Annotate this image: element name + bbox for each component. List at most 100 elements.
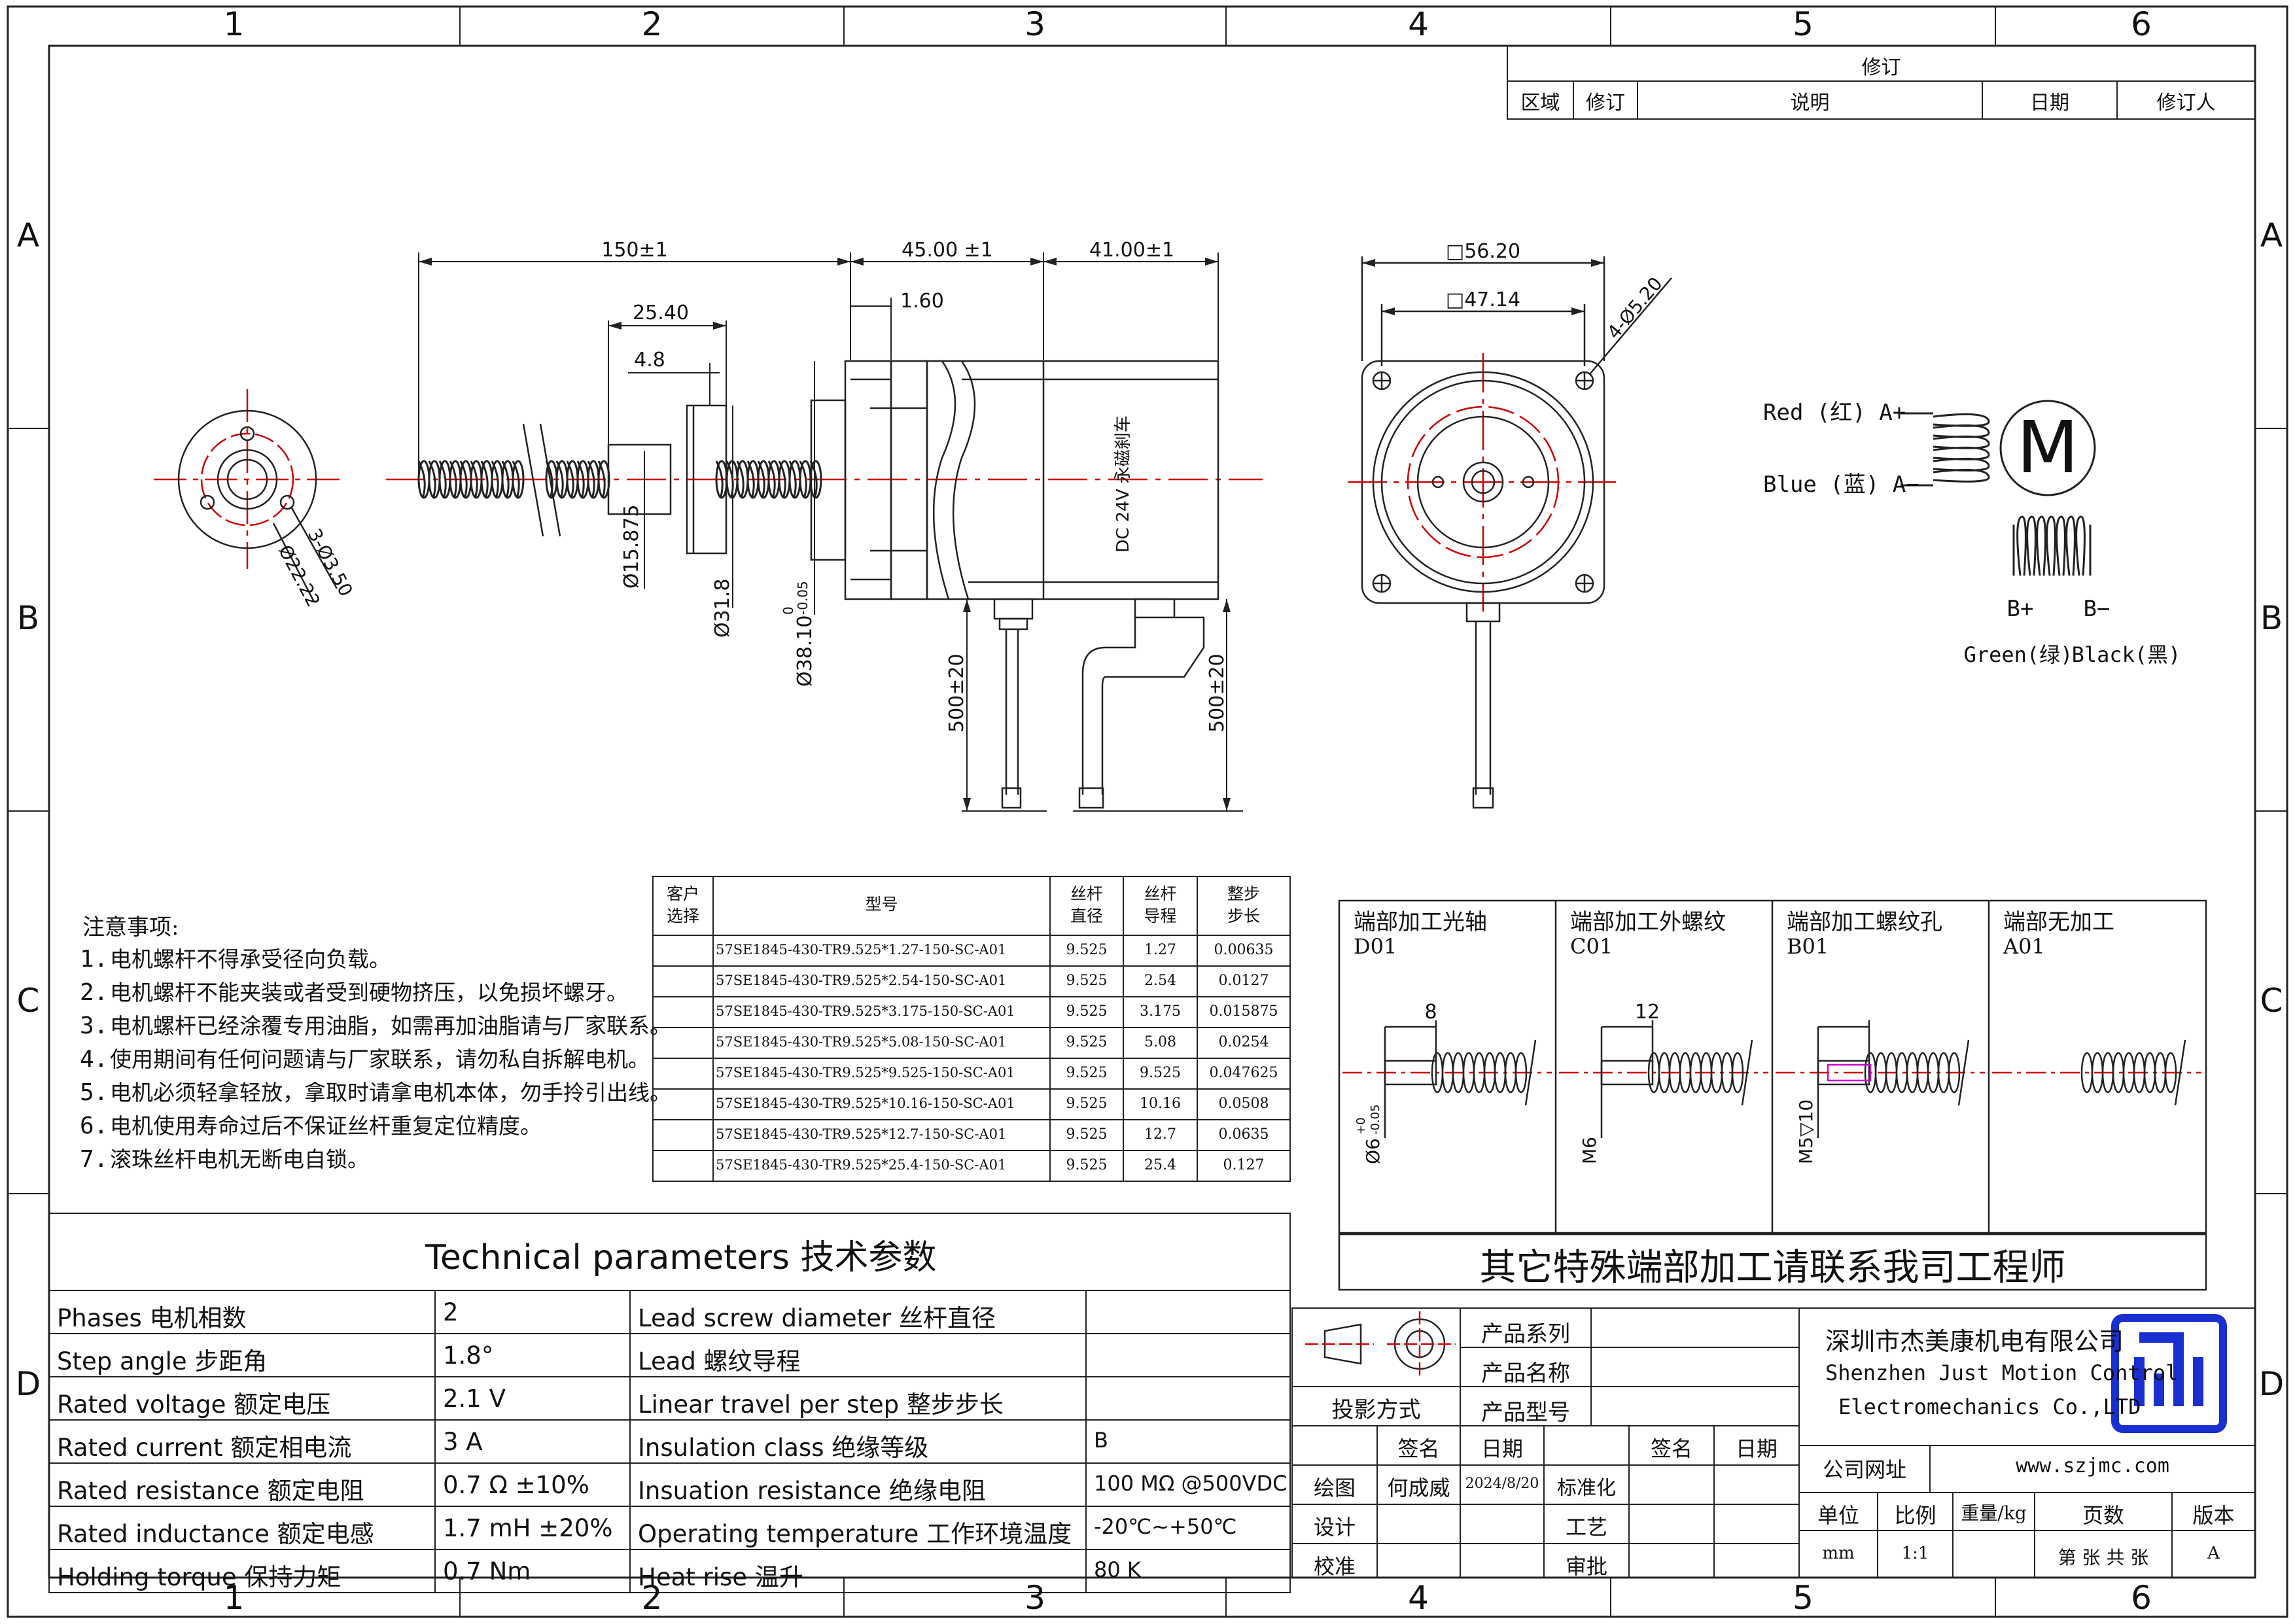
tb-unit-value: mm <box>1822 1544 1855 1563</box>
company-name-cn: 深圳市杰美康机电有限公司 <box>1825 1327 2124 1356</box>
wire-b-minus: B− <box>2084 596 2111 622</box>
front-sq2: □47.14 <box>1446 288 1520 311</box>
tb-site-label: 公司网址 <box>1822 1457 1906 1482</box>
wire-a-plus: Red (红) A+ <box>1763 400 1906 426</box>
tb-version-value: A <box>2207 1544 2220 1563</box>
note-text: 电机必须轻拿轻放，拿取时请拿电机本体，勿手拎引出线。 <box>110 1080 671 1105</box>
zone-col-top: 3 <box>1025 5 1045 43</box>
model-number-cell: 57SE1845-430-TR9.525*25.4-150-SC-A01 <box>716 1157 1007 1173</box>
dim-d38-tol-bot: -0.05 <box>795 581 811 615</box>
tb-pages-value: 第 张 共 张 <box>2058 1547 2149 1568</box>
zone-row-right: D <box>2258 1364 2285 1403</box>
tb-draw: 绘图 <box>1313 1476 1356 1500</box>
dim-d38-tol-top: 0 <box>780 606 796 615</box>
front-arrows <box>1362 259 1604 315</box>
tb-projection: 投影方式 <box>1331 1397 1421 1423</box>
model-value-cell: 25.4 <box>1144 1157 1176 1173</box>
zone-row-right: A <box>2260 216 2283 254</box>
flange-view <box>154 389 340 602</box>
side-view <box>386 360 1263 809</box>
note-number: 2. <box>80 979 109 1006</box>
model-number-cell: 57SE1845-430-TR9.525*2.54-150-SC-A01 <box>716 973 1007 988</box>
title-block-grid <box>1291 1307 2256 1578</box>
tech-param-label: Lead screw diameter 丝杆直径 <box>638 1304 996 1332</box>
tb-version: 版本 <box>2192 1503 2235 1528</box>
zone-row-right: B <box>2260 598 2283 637</box>
note-item: 5.电机必须轻拿轻放，拿取时请拿电机本体，勿手拎引出线。 <box>80 1075 671 1107</box>
zone-col-bottom: 1 <box>223 1579 245 1617</box>
end-option-dim: 8 <box>1424 1001 1437 1024</box>
company-name-en1: Shenzhen Just Motion Control <box>1825 1360 2179 1385</box>
tech-param-value: 1.7 mH ±20% <box>443 1514 613 1542</box>
zone-col-bottom: 6 <box>2131 1579 2152 1617</box>
tb-craft: 工艺 <box>1565 1515 1607 1540</box>
note-text: 电机螺杆已经涂覆专用油脂，如需再加油脂请与厂家联系。 <box>110 1013 671 1039</box>
dim-cable-2: 500±20 <box>1206 653 1229 733</box>
model-value-cell: 9.525 <box>1066 1096 1108 1112</box>
tb-draw-date: 2024/8/20 <box>1465 1476 1539 1492</box>
note-item: 4.使用期间有任何问题请与厂家联系，请勿私自拆解电机。 <box>80 1042 650 1073</box>
tb-site: www.szjmc.com <box>2016 1455 2169 1477</box>
zone-col-top: 4 <box>1408 5 1429 43</box>
tech-param-value: 100 MΩ @500VDC <box>1094 1471 1286 1496</box>
front-sq1: □56.20 <box>1446 240 1520 263</box>
model-value-cell: 9.525 <box>1066 1034 1108 1050</box>
tech-param-label: Holding torque 保持力矩 <box>57 1563 342 1591</box>
model-table-grid <box>652 876 1291 1182</box>
zone-row-left: C <box>16 981 40 1020</box>
note-text: 电机螺杆不能夹装或者受到硬物挤压，以免损坏螺牙。 <box>110 980 628 1005</box>
model-value-cell: 0.00635 <box>1214 942 1274 958</box>
zone-col-bottom: 4 <box>1408 1579 1429 1617</box>
projection-symbol <box>1305 1311 1456 1377</box>
tb-check: 校准 <box>1313 1554 1356 1579</box>
tb-std: 标准化 <box>1557 1477 1616 1500</box>
end-option-title: 端部加工外螺纹 <box>1570 909 1726 935</box>
company-name-en2: Electromechanics Co.,LTD <box>1838 1394 2141 1419</box>
tech-param-value: 1.8° <box>443 1341 494 1370</box>
dim-25-40: 25.40 <box>633 302 689 324</box>
tech-param-label: Heat rise 温升 <box>638 1563 803 1591</box>
tb-model-label: 产品型号 <box>1481 1400 1570 1426</box>
model-value-cell: 0.0635 <box>1218 1126 1269 1143</box>
revision-col-date: 日期 <box>2030 92 2069 114</box>
note-number: 4. <box>80 1046 109 1073</box>
end-option-code: B01 <box>1787 934 1829 959</box>
notes-title: 注意事项: <box>82 914 179 941</box>
tb-scale: 比例 <box>1894 1503 1936 1528</box>
note-number: 6. <box>80 1113 109 1139</box>
side-view-motor-label: DC 24V 永磁刹车 <box>1113 415 1133 553</box>
tech-param-label: Step angle 步距角 <box>57 1347 268 1375</box>
model-value-cell: 9.525 <box>1066 942 1108 958</box>
model-value-cell: 5.08 <box>1144 1034 1176 1050</box>
note-text: 使用期间有任何问题请与厂家联系，请勿私自拆解电机。 <box>110 1046 650 1072</box>
side-dimensions <box>418 252 1243 812</box>
tech-param-label: Insuation resistance 绝缘电阻 <box>638 1477 986 1505</box>
note-text: 滚珠丝杆电机无断电自锁。 <box>110 1147 369 1172</box>
motor-symbol: M <box>2017 406 2079 489</box>
model-number-cell: 57SE1845-430-TR9.525*1.27-150-SC-A01 <box>716 942 1007 958</box>
wire-a-minus: Blue (蓝) A− <box>1763 472 1919 498</box>
model-value-cell: 0.015875 <box>1209 1003 1278 1020</box>
model-value-cell: 0.127 <box>1223 1157 1265 1173</box>
tb-drawer: 何成威 <box>1387 1476 1450 1500</box>
model-header: 客户 选择 <box>666 884 699 925</box>
dim-d15-875: Ø15.875 <box>620 504 643 589</box>
model-value-cell: 9.525 <box>1066 1157 1108 1173</box>
model-header: 型号 <box>865 895 898 914</box>
model-value-cell: 9.525 <box>1066 1126 1108 1143</box>
tb-date: 日期 <box>1480 1436 1523 1461</box>
tech-param-label: Lead 螺纹导程 <box>638 1347 801 1375</box>
model-value-cell: 9.525 <box>1066 973 1108 989</box>
zone-row-right: C <box>2260 981 2283 1020</box>
tb-design: 设计 <box>1313 1515 1356 1540</box>
end-option-code: C01 <box>1570 934 1613 959</box>
tech-table-grid <box>48 1213 1291 1593</box>
tech-param-label: Linear travel per step 整步步长 <box>638 1391 1004 1419</box>
dim-150: 150±1 <box>601 239 667 262</box>
note-text: 电机使用寿命过后不保证丝杆重复定位精度。 <box>110 1113 542 1139</box>
wiring-diagram <box>1901 400 2096 576</box>
dim-d31-8: Ø31.8 <box>711 579 734 638</box>
revision-col-desc: 说明 <box>1790 92 1830 114</box>
model-header: 整步 步长 <box>1227 884 1260 925</box>
